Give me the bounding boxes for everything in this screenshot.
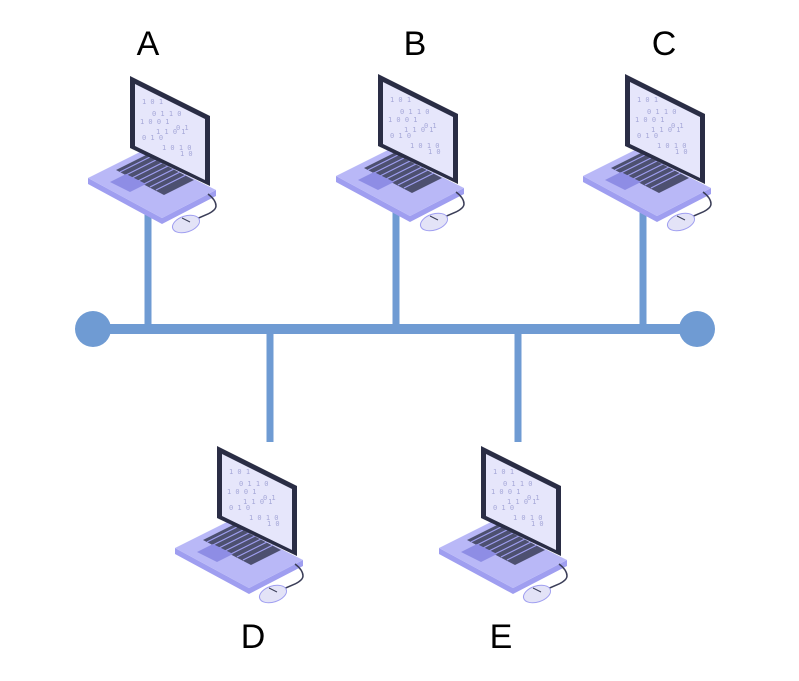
node-label-a: A — [137, 25, 160, 63]
node-label-c: C — [652, 25, 677, 63]
laptop-icon — [582, 73, 712, 235]
terminator-left-icon — [75, 311, 111, 347]
node-a: A — [87, 25, 217, 237]
terminator-right-icon — [679, 311, 715, 347]
laptop-icon — [335, 73, 465, 235]
laptop-icon — [174, 445, 304, 607]
laptop-icon — [87, 75, 217, 237]
laptop-icon — [438, 445, 568, 607]
node-label-e: E — [490, 618, 513, 656]
node-e: E — [438, 445, 568, 656]
node-d: D — [174, 445, 304, 656]
node-label-d: D — [241, 618, 266, 656]
node-b: B — [335, 25, 465, 235]
node-c: C — [582, 25, 712, 235]
node-label-b: B — [404, 25, 427, 63]
